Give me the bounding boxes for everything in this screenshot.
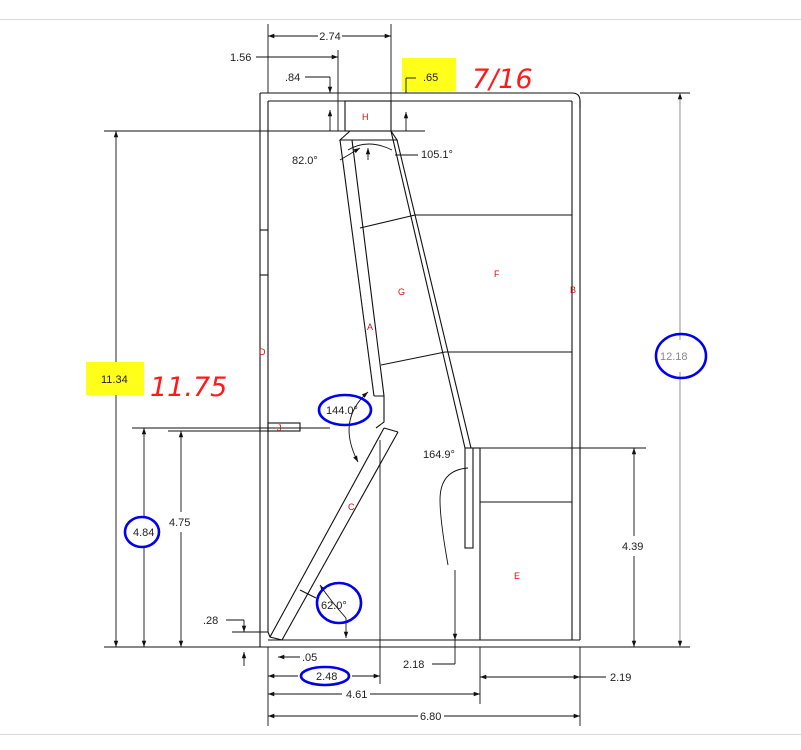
dim-6-80: 6.80 [420, 711, 441, 723]
part-b-left [390, 130, 466, 449]
highlight-65 [402, 58, 456, 91]
dim-4-84: 4.84 [133, 527, 154, 539]
dim-2-74: 2.74 [319, 31, 340, 43]
part-label-g: G [398, 287, 405, 297]
handwritten-value: 11.75 [150, 372, 227, 403]
dim-05: .05 [302, 652, 317, 664]
part-c-outer [269, 427, 385, 638]
dim-2-48: 2.48 [316, 671, 337, 683]
handwritten-fraction: 7/16 [472, 64, 533, 95]
dim-12-18: 12.18 [660, 351, 688, 363]
circle-4-84 [123, 515, 161, 549]
dim-84: .84 [285, 72, 300, 84]
dim-28: .28 [203, 615, 218, 627]
dim-2-19: 2.19 [610, 672, 631, 684]
part-a-outer [339, 139, 375, 397]
dim-1-56: 1.56 [230, 52, 251, 64]
circle-62 [315, 581, 363, 625]
top-panel [260, 92, 581, 108]
part-b-right [396, 139, 472, 449]
part-label-a: A [367, 322, 373, 332]
handwritten-notes: 7/16 11.75 [150, 64, 533, 403]
circle-144 [317, 393, 373, 427]
part-label-h: H [362, 112, 369, 122]
part-j [267, 422, 301, 432]
part-a-inner [351, 139, 385, 397]
part-label-f: F [494, 269, 500, 279]
highlight-11-34 [86, 362, 144, 395]
part-label-e: E [514, 571, 520, 581]
angle-144: 144.0° [326, 405, 358, 417]
part-label-j: J [277, 423, 282, 433]
angle-82: 82.0° [292, 155, 318, 167]
part-c-inner [281, 431, 399, 641]
top-divider [0, 19, 801, 20]
dim-4-39: 4.39 [622, 541, 643, 553]
angle-164: 164.9° [423, 449, 455, 461]
dim-4-75: 4.75 [169, 517, 190, 529]
dimension-labels: 2.74 1.56 .84 .65 82.0° 105.1° 11.34 12.… [101, 31, 688, 723]
angle-62: 62.0° [321, 600, 347, 612]
part-labels: H G F B A D J C E [259, 112, 576, 581]
dim-65: .65 [423, 72, 438, 84]
part-e-board [464, 447, 474, 549]
bottom-divider [0, 734, 801, 735]
part-label-d: D [259, 347, 266, 357]
cabinet-outline [259, 92, 581, 648]
angle-105: 105.1° [421, 149, 453, 161]
part-label-b: B [570, 285, 576, 295]
dim-4-61: 4.61 [346, 689, 367, 701]
circle-12-18 [654, 332, 708, 380]
dim-11-34: 11.34 [101, 374, 128, 386]
blue-annotations [123, 332, 708, 687]
part-label-c: C [348, 502, 355, 512]
dim-2-18: 2.18 [403, 659, 424, 671]
circle-2-48 [299, 665, 351, 687]
dimension-lines [104, 24, 690, 726]
